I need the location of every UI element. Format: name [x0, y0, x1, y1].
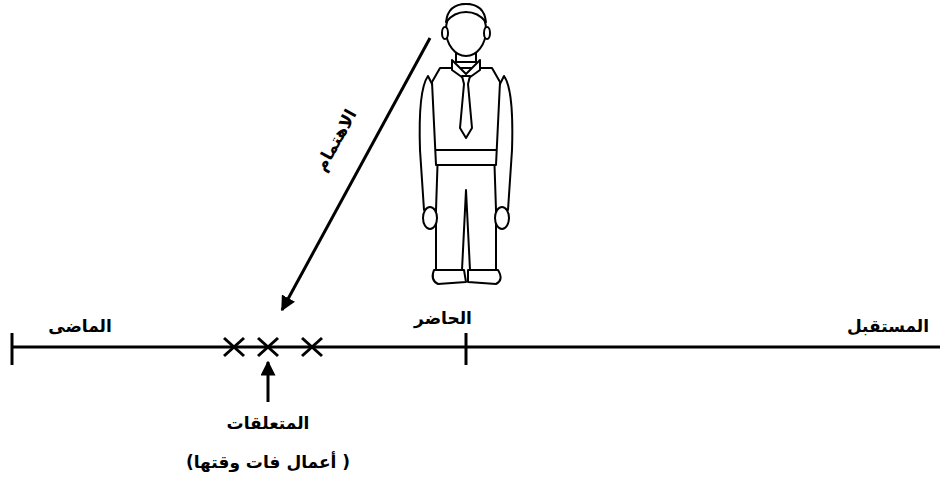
time-label: المستقبل — [847, 316, 929, 336]
time-label: الماضى — [48, 316, 112, 336]
pointer-arrow — [267, 362, 270, 402]
marks-note: ( أعمال فات وقتها) — [186, 452, 350, 472]
cross-marks — [224, 338, 322, 356]
timeline — [12, 333, 940, 365]
arrow-label: الاهتمام — [311, 106, 362, 175]
person-figure — [420, 4, 513, 284]
time-label: الحاضر — [414, 308, 472, 328]
marks-label: المتعلقات — [227, 413, 310, 433]
attention-arrow — [282, 38, 430, 310]
